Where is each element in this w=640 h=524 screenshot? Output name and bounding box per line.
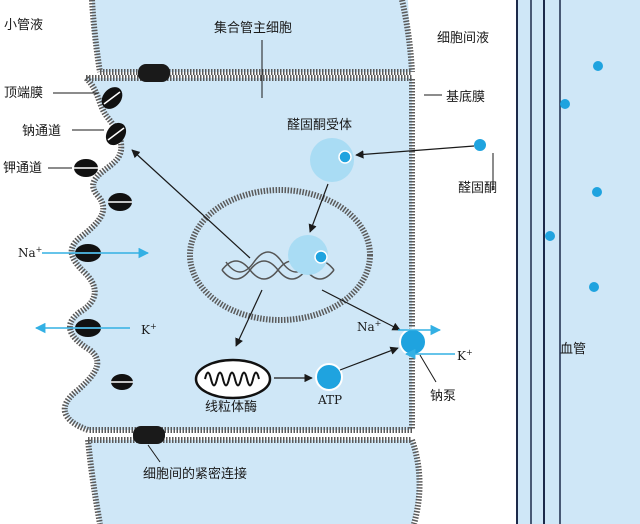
tight-junction-label: 细胞间的紧密连接 — [143, 466, 247, 482]
tubular-fluid-label: 小管液 — [4, 18, 43, 33]
potassium-channel-label: 钾通道 — [3, 161, 42, 176]
mitochondrial-enzyme-label: 线粒体酶 — [205, 399, 257, 415]
upper-cell-membrane — [89, 0, 103, 73]
pathway-arrows — [131, 145, 475, 383]
potassium-channel-icon — [74, 159, 98, 177]
blood-vessel — [517, 0, 640, 524]
apical-membrane-label: 顶端膜 — [4, 86, 43, 101]
aldosterone-bound-icon — [338, 150, 352, 164]
basal-membrane-label: 基底膜 — [446, 89, 485, 105]
lower-cell-body — [88, 440, 419, 524]
mitochondrion-icon — [194, 358, 272, 400]
channel-top — [101, 87, 123, 109]
ion-arrows — [34, 247, 455, 360]
sodium-channel-icon — [105, 122, 127, 146]
aldosterone-molecule — [592, 187, 602, 197]
tight-junction-bottom — [133, 426, 165, 444]
upper-cell-body — [92, 0, 412, 72]
aldosterone-molecule — [560, 99, 570, 109]
sodium-channel-label: 钠通道 — [22, 124, 61, 139]
sodium-pump-icon — [399, 328, 427, 356]
aldosterone-receptor-label: 醛固酮受体 — [287, 117, 352, 133]
sodium-pump-label: 钠泵 — [430, 389, 456, 404]
aldosterone-label: 醛固酮 — [458, 180, 497, 196]
aldosterone-molecule — [589, 282, 599, 292]
aldosterone-molecule — [545, 231, 555, 241]
aldosterone-molecule — [593, 61, 603, 71]
channel-low — [111, 374, 133, 390]
aldosterone-receptor-icon — [310, 138, 354, 182]
aldosterone-icon — [474, 139, 486, 151]
atp-label: ATP — [317, 393, 342, 407]
nucleus — [187, 187, 373, 323]
k-right-label: K+ — [457, 348, 473, 363]
interstitial-fluid-label: 细胞间液 — [437, 31, 489, 46]
principal-cell-label: 集合管主细胞 — [214, 20, 292, 36]
tight-junction-top — [138, 64, 170, 82]
channel-mid — [108, 193, 132, 211]
na-right-label: Na+ — [357, 319, 381, 334]
leader-lines — [48, 40, 494, 463]
atp-icon — [315, 363, 343, 391]
blood-vessel-label: 血管 — [560, 342, 586, 357]
na-left-label: Na+ — [18, 245, 42, 260]
receptor-complex-icon — [288, 235, 328, 275]
k-left-label: K+ — [141, 322, 157, 337]
